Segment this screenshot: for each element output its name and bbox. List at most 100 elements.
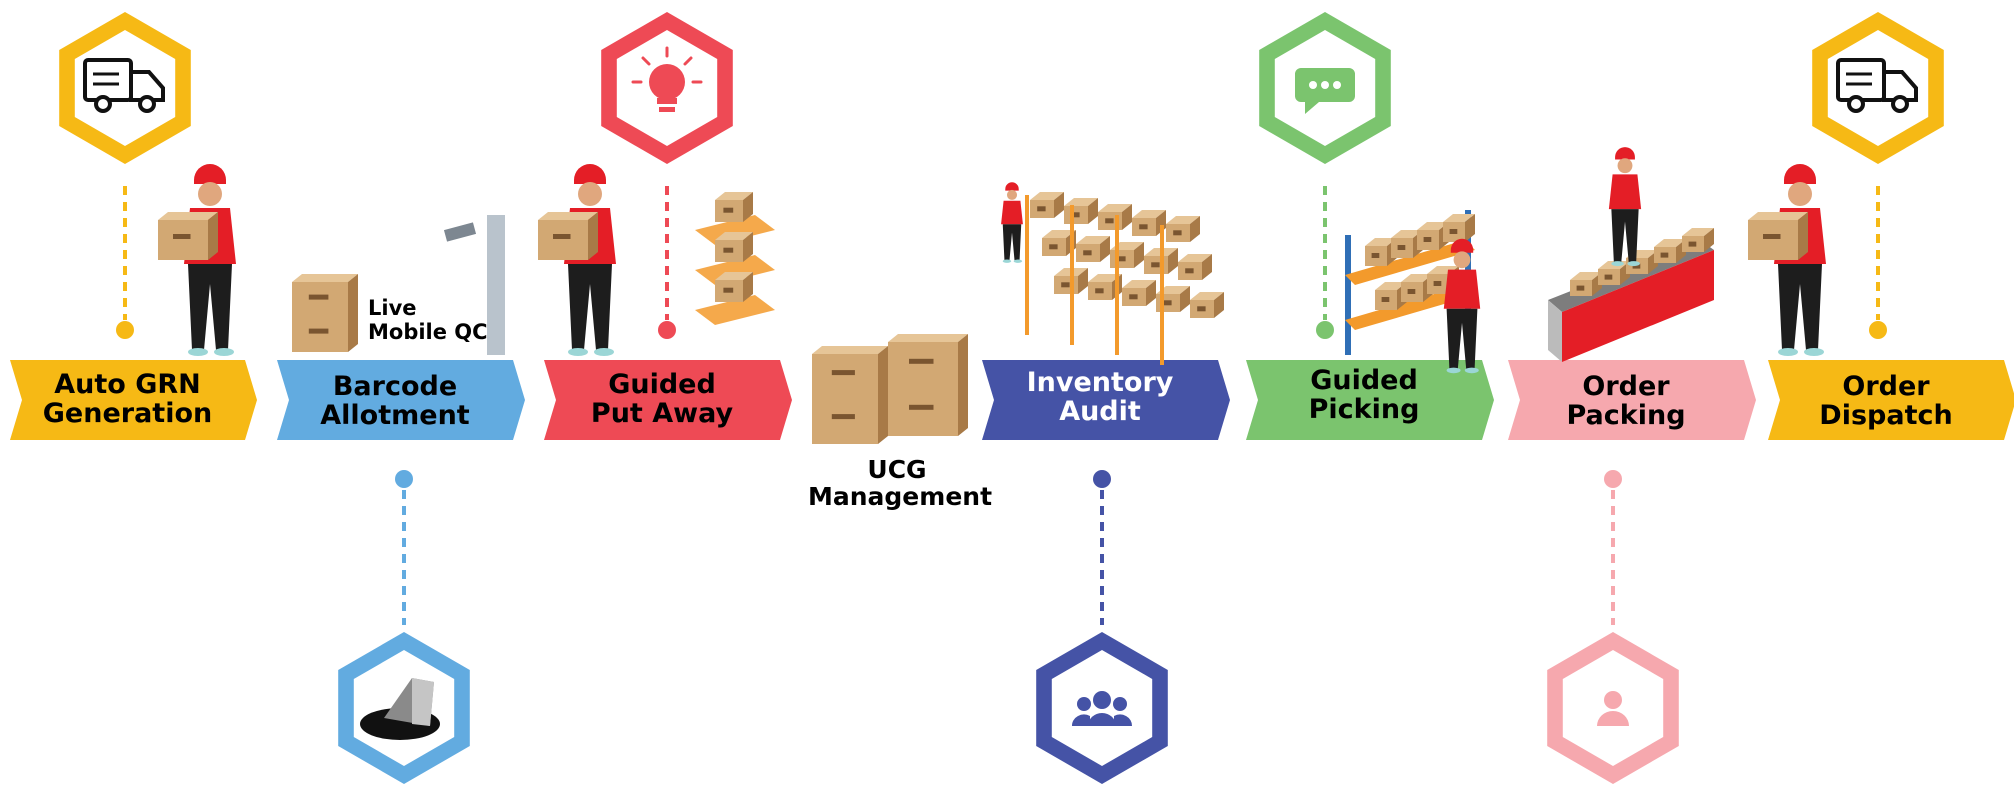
worker-auto-grn-carried-box-front: [158, 220, 208, 260]
chat-bubble-shape: [1295, 68, 1355, 114]
inventory-rack-box-2-4-top: [1190, 292, 1224, 300]
ucg-box-2-side: [878, 346, 888, 400]
worker-put-away-head: [578, 182, 602, 206]
worker-auto-grn-shoe-left: [188, 348, 208, 356]
worker-inventory-shoe-right: [1013, 259, 1023, 263]
worker-packing-head: [1617, 158, 1633, 174]
worker-inventory-pants: [1002, 224, 1022, 261]
inventory-rack-box-2-4-label: [1197, 306, 1206, 312]
conveyor-box-4-top: [1682, 228, 1714, 236]
inventory-rack-post-3: [1160, 225, 1164, 365]
worker-dispatch-carried-box-front: [1748, 220, 1798, 260]
connector-dot-packing: [1604, 470, 1622, 488]
inventory-rack-box-2-3-label: [1163, 300, 1172, 306]
inventory-rack-box-0-0-label: [1037, 206, 1046, 212]
conveyor-box-3-top: [1654, 239, 1686, 247]
picking-rack-box-2-top: [1417, 222, 1449, 230]
worker-put-away-carried-box-top: [538, 212, 598, 220]
chat-dot-1: [1321, 81, 1329, 89]
picking-rack-box-0-top: [1365, 238, 1397, 246]
picking-rack-box-low-1-label: [1407, 289, 1416, 294]
bulb-base-1: [657, 98, 677, 104]
ucg-box-4-front: [888, 342, 958, 390]
worker-picking-cap: [1450, 238, 1474, 253]
ucg-box-2-front: [812, 354, 878, 400]
live-mobile-qc-line2: Mobile QC: [368, 320, 488, 344]
inventory-rack-box-0-0-top: [1030, 192, 1064, 200]
worker-dispatch-shoe-right: [1804, 348, 1824, 356]
ucg-box-4-label: [909, 358, 934, 364]
put-away-shelf-box-0-top: [715, 192, 753, 200]
worker-put-away-carried-box-side: [588, 212, 598, 260]
inventory-rack-box-1-0-top: [1042, 230, 1076, 238]
inventory-rack-box-1-3-label: [1151, 262, 1160, 268]
stage-label-picking: Guided Picking: [1246, 366, 1482, 424]
live-mobile-qc-line1: Live: [368, 296, 417, 320]
chat-dot-2: [1333, 81, 1341, 89]
conveyor-box-0-label: [1576, 285, 1585, 291]
inventory-rack-box-0-0-side: [1054, 192, 1064, 218]
truck-icon: [83, 58, 165, 113]
truck-wheel-rear: [94, 95, 112, 113]
worker-packing: [1608, 147, 1642, 267]
worker-dispatch-carried-box-top: [1748, 212, 1808, 220]
worker-put-away-cap: [574, 164, 606, 184]
worker-auto-grn-carried-box-label: [173, 234, 191, 239]
picking-rack-shelf-1: [1345, 240, 1475, 285]
worker-dispatch-shoe-left: [1778, 348, 1798, 356]
inventory-rack-box-2-2-label: [1129, 294, 1138, 300]
user-body-left: [1071, 714, 1090, 726]
picking-rack-box-3: [1443, 214, 1475, 242]
put-away-shelf-box-0-label: [723, 207, 734, 213]
worker-put-away: [538, 164, 616, 356]
stage-banner-picking: [1246, 360, 1494, 440]
barcode-box-top: [292, 274, 358, 318]
worker-dispatch: [1748, 164, 1826, 356]
inventory-rack-box-1-4-label: [1185, 268, 1194, 274]
truck-wheel-rear: [1847, 95, 1865, 113]
ucg-box-4: [888, 334, 968, 390]
worker-auto-grn-cap: [194, 164, 226, 184]
stage-inventory: [982, 360, 1230, 784]
ucg-box-2-top: [812, 346, 888, 354]
put-away-shelf-level-1: [695, 255, 775, 285]
inventory-rack-box-2-4: [1190, 292, 1224, 318]
stage-dispatch: [1768, 12, 2014, 440]
ucg-box-2-label: [831, 370, 855, 376]
inventory-rack-box-1-4: [1178, 254, 1212, 280]
connector-dot-picking: [1316, 321, 1334, 339]
worker-put-away-shoe-right: [594, 348, 614, 356]
ucg-box-3-side: [958, 380, 968, 436]
worker-put-away-pants: [568, 264, 612, 350]
put-away-shelf-level-2: [695, 295, 775, 325]
stage-label-dispatch: Order Dispatch: [1768, 372, 2004, 430]
worker-dispatch-head: [1788, 182, 1812, 206]
worker-auto-grn-head: [198, 182, 222, 206]
ucg-line2: Management: [808, 482, 993, 511]
picking-rack-box-low-0: [1375, 282, 1407, 310]
connector-dot-auto-grn: [116, 321, 134, 339]
picking-rack-box-low-1-top: [1401, 274, 1433, 282]
user-head-right: [1113, 697, 1127, 711]
qc-pole: [487, 215, 505, 355]
inventory-rack-box-0-2-side: [1122, 204, 1132, 230]
worker-packing-cap: [1615, 147, 1635, 160]
barcode-box-bottom-side: [348, 308, 358, 352]
users-group-icon: [1071, 691, 1133, 726]
put-away-shelf-box-2: [715, 272, 753, 302]
lightbulb-icon: [631, 46, 703, 112]
inventory-rack-box-0-2-label: [1105, 218, 1114, 224]
conveyor-box-2-label: [1632, 263, 1641, 269]
scanner-face: [412, 678, 434, 726]
user-icon: [1597, 691, 1629, 726]
stage-dispatch-line1: Order: [1842, 371, 1930, 402]
inventory-rack-box-1-0-label: [1049, 244, 1058, 250]
worker-auto-grn-carried-box-top: [158, 212, 218, 220]
inventory-rack-box-2-0-label: [1061, 282, 1070, 288]
picking-rack-box-low-2-label: [1433, 281, 1442, 286]
inventory-rack-box-2-3-top: [1156, 286, 1190, 294]
picking-rack-box-3-label: [1449, 229, 1458, 234]
put-away-shelf-box-1-top: [715, 232, 753, 240]
inventory-rack-post-0: [1025, 195, 1029, 335]
